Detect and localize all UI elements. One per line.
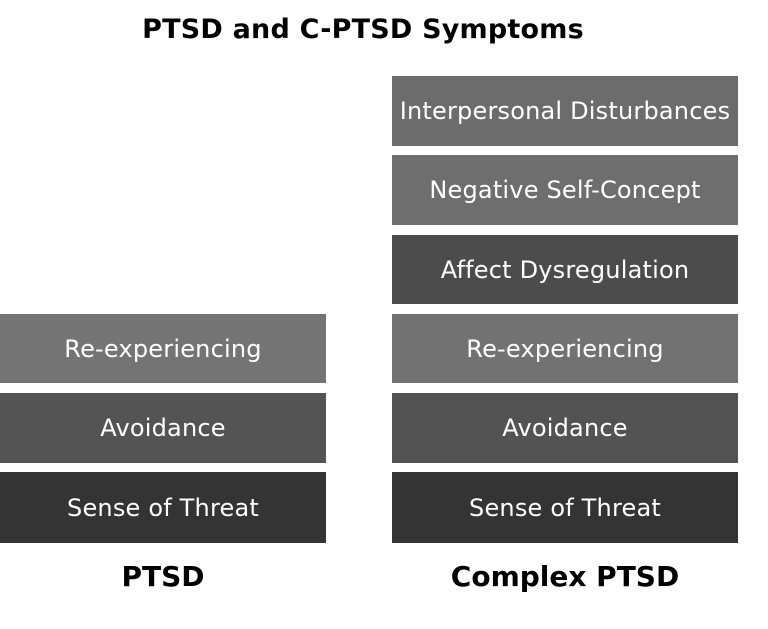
ptsd-column-label: PTSD xyxy=(121,560,205,593)
ptsd-block-sense-of-threat: Sense of Threat xyxy=(0,472,326,543)
cptsd-block-interpersonal-disturbances: Interpersonal Disturbances xyxy=(392,76,738,146)
cptsd-block-affect-dysregulation: Affect Dysregulation xyxy=(392,235,738,304)
ptsd-block-avoidance: Avoidance xyxy=(0,393,326,463)
cptsd-block-sense-of-threat: Sense of Threat xyxy=(392,472,738,543)
cptsd-column-label: Complex PTSD xyxy=(450,560,680,593)
diagram-title: PTSD and C-PTSD Symptoms xyxy=(142,14,584,45)
ptsd-block-re-experiencing: Re-experiencing xyxy=(0,314,326,383)
cptsd-block-negative-self-concept: Negative Self-Concept xyxy=(392,155,738,225)
cptsd-block-avoidance: Avoidance xyxy=(392,393,738,463)
cptsd-block-re-experiencing: Re-experiencing xyxy=(392,314,738,383)
